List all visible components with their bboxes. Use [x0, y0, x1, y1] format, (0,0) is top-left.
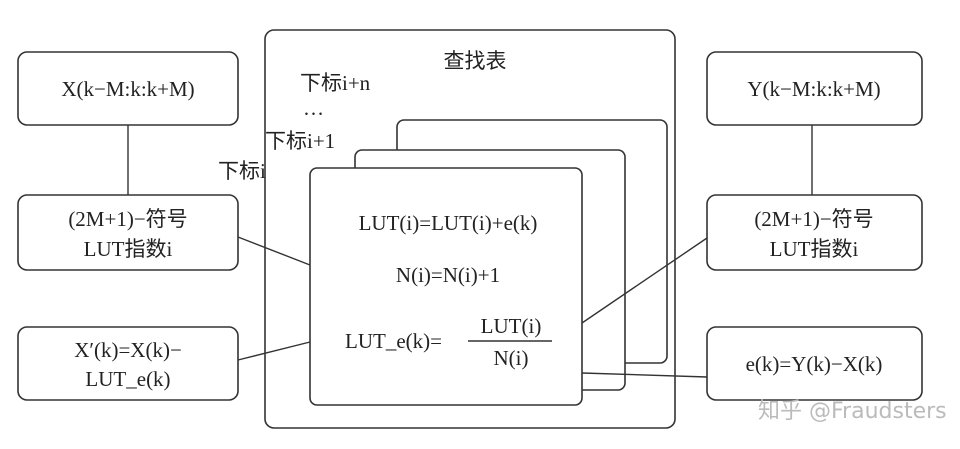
- equation-lut-e-lhs: LUT_e(k)=: [345, 329, 442, 353]
- equation-lut-update: LUT(i)=LUT(i)+e(k): [359, 211, 538, 235]
- left-input-text: X(k−M:k:k+M): [61, 77, 194, 101]
- connector-right-error-card: [581, 372, 708, 378]
- equation-lut-e-denominator: N(i): [494, 346, 529, 370]
- right-symbol-line2: LUT指数i: [770, 237, 859, 261]
- right-symbol-box: [706, 194, 923, 271]
- right-input-box: [706, 51, 923, 126]
- connector-left-symbol-card: [237, 236, 311, 266]
- connector-left-output-card: [237, 341, 311, 361]
- index-label-i: 下标i: [218, 159, 266, 183]
- left-symbol-line1: (2M+1)−符号: [68, 207, 187, 231]
- index-ellipsis: …: [303, 96, 324, 120]
- equation-count-update: N(i)=N(i)+1: [396, 263, 500, 287]
- lut-card-front: [309, 167, 583, 406]
- left-output-box: [17, 326, 239, 401]
- right-symbol-line1: (2M+1)−符号: [754, 207, 873, 231]
- right-input-text: Y(k−M:k:k+M): [747, 77, 880, 101]
- left-output-line1: X′(k)=X(k)−: [74, 338, 182, 362]
- lookup-table-title: 查找表: [444, 49, 507, 73]
- watermark: 知乎 @Fraudsters: [758, 399, 947, 424]
- left-symbol-line2: LUT指数i: [84, 237, 173, 261]
- connector-right-symbol-card: [581, 237, 708, 324]
- equation-lut-e-numerator: LUT(i): [481, 314, 542, 338]
- index-label-i-plus-1: 下标i+1: [265, 129, 335, 153]
- index-label-i-plus-n: 下标i+n: [300, 71, 371, 95]
- left-output-line2: LUT_e(k): [85, 367, 170, 391]
- right-error-box: [706, 326, 923, 401]
- right-error-text: e(k)=Y(k)−X(k): [746, 352, 883, 376]
